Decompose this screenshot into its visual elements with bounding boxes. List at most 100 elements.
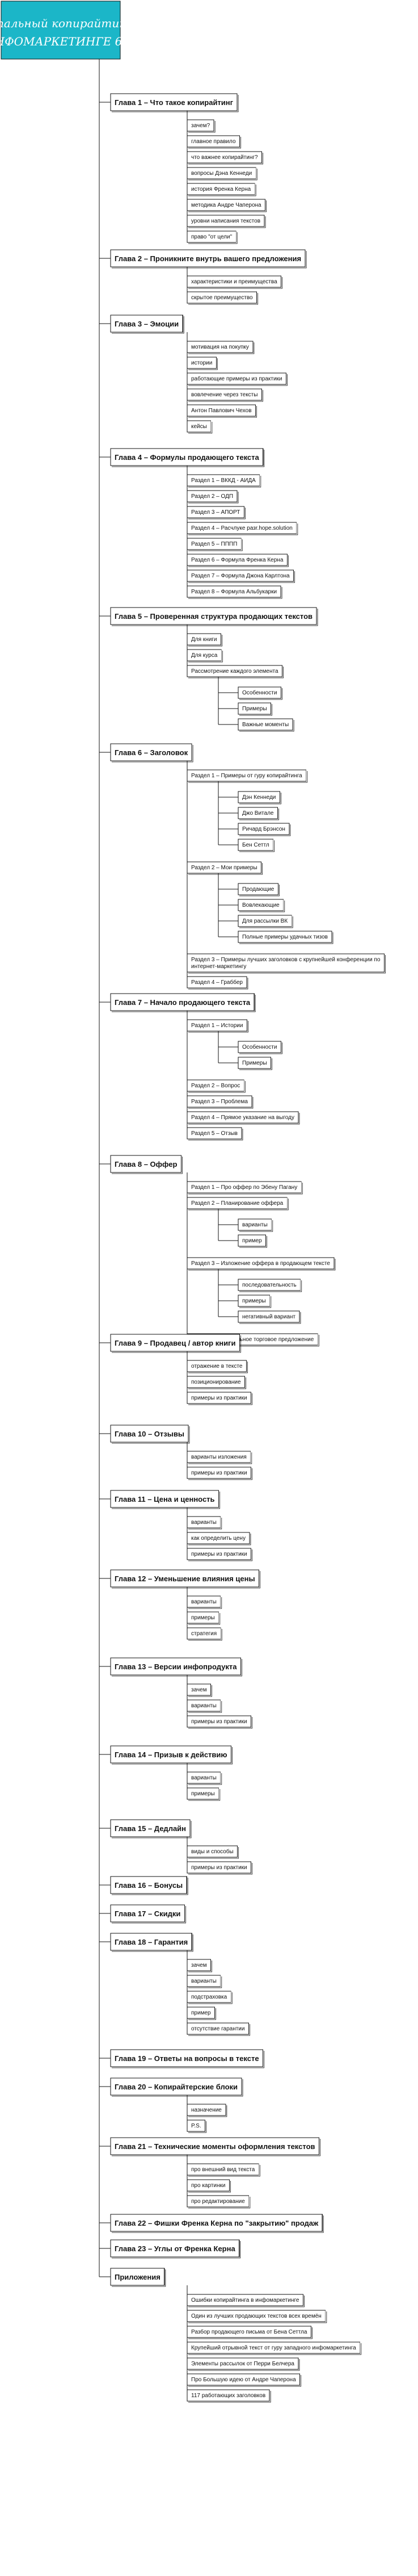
chapter-4-item-7[interactable]: Раздел 7 – Формула Джона Карлтона xyxy=(187,569,295,583)
chapter-3-item-5[interactable]: Антон Павлович Чехов xyxy=(187,404,257,418)
chapter-15-item-2[interactable]: примеры из практики xyxy=(187,1861,253,1875)
chapter-21-item-3[interactable]: про редактирование xyxy=(187,2195,251,2209)
chapter-7-item-4[interactable]: Раздел 4 – Прямое указание на выгоду xyxy=(187,1111,300,1125)
chapter-12-item-2[interactable]: примеры xyxy=(187,1611,221,1625)
chapter-18-item-2[interactable]: варианты xyxy=(187,1975,222,1988)
chapter-1[interactable]: Глава 1 – Что такое копирайтинг xyxy=(110,93,239,112)
chapter-18[interactable]: Глава 18 – Гарантия xyxy=(110,1933,193,1952)
chapter-24-item-4[interactable]: Крупейший отрывной текст от гуру западно… xyxy=(187,2342,362,2355)
chapter-21[interactable]: Глава 21 – Технические моменты оформлени… xyxy=(110,2137,320,2156)
chapter-18-item-3[interactable]: подстраховка xyxy=(187,1991,233,2004)
chapter-6-item-1-sub-1[interactable]: Дэн Кеннеди xyxy=(238,791,281,805)
chapter-24-item-1[interactable]: Ошибки копирайтинга в инфомаркетинге xyxy=(187,2294,305,2307)
chapter-22[interactable]: Глава 22 – Фишки Френка Керна по "закрыт… xyxy=(110,2214,324,2233)
chapter-17[interactable]: Глава 17 – Скидки xyxy=(110,1904,186,1924)
chapter-11[interactable]: Глава 11 – Цена и ценность xyxy=(110,1490,220,1509)
chapter-9-item-2[interactable]: позиционирование xyxy=(187,1376,246,1389)
chapter-4-item-5[interactable]: Раздел 5 – ПППП xyxy=(187,538,243,551)
chapter-7-item-5[interactable]: Раздел 5 – Отзыв xyxy=(187,1127,243,1141)
root-node[interactable]: Тотальный копирайтинг в ИНФОМАРКЕТИНГЕ 6… xyxy=(0,1,143,60)
chapter-14-item-1[interactable]: варианты xyxy=(187,1771,222,1785)
chapter-3-item-1[interactable]: мотивация на покупку xyxy=(187,341,255,354)
chapter-3-item-6[interactable]: кейсы xyxy=(187,420,213,434)
chapter-10[interactable]: Глава 10 – Отзывы xyxy=(110,1425,190,1444)
chapter-4-item-3[interactable]: Раздел 3 – АПОРТ xyxy=(187,506,246,520)
chapter-8-item-1[interactable]: Раздел 1 – Про оффер по Эбену Пагану xyxy=(187,1181,303,1195)
chapter-18-item-1[interactable]: зачем xyxy=(187,1959,212,1972)
chapter-5-item-1[interactable]: Для книги xyxy=(187,633,222,647)
chapter-1-item-5[interactable]: история Френка Керна xyxy=(187,183,256,196)
chapter-7[interactable]: Глава 7 – Начало продающего текста xyxy=(110,993,256,1012)
chapter-5-item-3-sub-3[interactable]: Важные моменты xyxy=(238,718,294,732)
chapter-24[interactable]: Приложения xyxy=(110,2268,166,2287)
chapter-19[interactable]: Глава 19 – Ответы на вопросы в тексте xyxy=(110,2049,264,2068)
chapter-1-item-3[interactable]: что важнее копирайтинг? xyxy=(187,151,263,165)
chapter-6-item-2-sub-4[interactable]: Полные примеры удачных тизов xyxy=(238,931,333,944)
chapter-21-item-1[interactable]: про внешний вид текста xyxy=(187,2163,260,2177)
chapter-8-item-2-sub-2[interactable]: пример xyxy=(238,1234,267,1248)
chapter-8-item-2-sub-1[interactable]: варианты xyxy=(238,1218,273,1232)
chapter-24-item-5[interactable]: Элементы рассылок от Перри Белчера xyxy=(187,2357,300,2371)
chapter-6[interactable]: Глава 6 – Заголовок xyxy=(110,743,193,763)
chapter-2[interactable]: Глава 2 – Проникните внутрь вашего предл… xyxy=(110,249,307,269)
chapter-13[interactable]: Глава 13 – Версии инфопродукта xyxy=(110,1657,242,1677)
chapter-7-item-1[interactable]: Раздел 1 – Истории xyxy=(187,1019,248,1033)
chapter-13-item-2[interactable]: варианты xyxy=(187,1699,222,1713)
chapter-8-item-3-sub-2[interactable]: примеры xyxy=(238,1295,272,1308)
chapter-12-item-3[interactable]: стратегия xyxy=(187,1627,222,1641)
chapter-5[interactable]: Глава 5 – Проверенная структура продающи… xyxy=(110,607,318,626)
chapter-6-item-2-sub-1[interactable]: Продающие xyxy=(238,883,280,897)
chapter-7-item-1-sub-1[interactable]: Особенности xyxy=(238,1041,282,1054)
chapter-1-item-8[interactable]: право "от цели" xyxy=(187,231,238,244)
chapter-8-item-2[interactable]: Раздел 2 – Планирование оффера xyxy=(187,1197,289,1210)
chapter-4-item-8[interactable]: Раздел 8 – Формула Альбукарки xyxy=(187,585,282,599)
chapter-9-item-3[interactable]: примеры из практики xyxy=(187,1392,253,1405)
chapter-4-item-1[interactable]: Раздел 1 – ВККД - АИДА xyxy=(187,474,261,488)
chapter-14[interactable]: Глава 14 – Призыв к действию xyxy=(110,1745,233,1765)
chapter-6-item-1-sub-4[interactable]: Бен Сеттл xyxy=(238,839,275,852)
chapter-12-item-1[interactable]: варианты xyxy=(187,1595,222,1609)
chapter-6-item-2-sub-2[interactable]: Вовлекающие xyxy=(238,899,285,912)
chapter-6-item-2[interactable]: Раздел 2 – Мои примеры xyxy=(187,861,263,875)
chapter-11-item-1[interactable]: варианты xyxy=(187,1516,222,1530)
chapter-3[interactable]: Глава 3 – Эмоции xyxy=(110,315,184,334)
chapter-6-item-1[interactable]: Раздел 1 – Примеры от гуру копирайтинга xyxy=(187,769,308,783)
chapter-3-item-2[interactable]: истории xyxy=(187,357,218,370)
chapter-4-item-6[interactable]: Раздел 6 – Формула Френка Керна xyxy=(187,554,289,567)
chapter-11-item-2[interactable]: как определить цену xyxy=(187,1532,251,1545)
chapter-18-item-4[interactable]: пример xyxy=(187,2007,216,2020)
chapter-1-item-1[interactable]: зачем? xyxy=(187,119,216,133)
chapter-9[interactable]: Глава 9 – Продавец / автор книги xyxy=(110,1334,241,1353)
chapter-16[interactable]: Глава 16 – Бонусы xyxy=(110,1876,188,1895)
chapter-10-item-1[interactable]: варианты изложения xyxy=(187,1451,252,1464)
chapter-24-item-3[interactable]: Разбор продающего письма от Бена Сеттла xyxy=(187,2326,313,2339)
chapter-8-item-3-sub-3[interactable]: негативный вариант xyxy=(238,1310,301,1324)
chapter-6-item-4[interactable]: Раздел 4 – Граббер xyxy=(187,976,248,990)
chapter-8-item-3-sub-1[interactable]: последовательность xyxy=(238,1279,302,1292)
chapter-4[interactable]: Глава 4 – Формулы продающего текста xyxy=(110,448,265,467)
chapter-14-item-2[interactable]: примеры xyxy=(187,1787,221,1801)
chapter-11-item-3[interactable]: примеры из практики xyxy=(187,1548,253,1561)
chapter-6-item-2-sub-3[interactable]: Для рассылки ВК xyxy=(238,915,293,928)
chapter-3-item-3[interactable]: работающие примеры из практики xyxy=(187,372,288,386)
chapter-7-item-2[interactable]: Раздел 2 – Вопрос xyxy=(187,1079,246,1093)
chapter-23[interactable]: Глава 23 – Углы от Френка Керна xyxy=(110,2239,241,2259)
chapter-6-item-1-sub-2[interactable]: Джо Витале xyxy=(238,807,279,820)
chapter-13-item-1[interactable]: зачем xyxy=(187,1683,212,1697)
chapter-15-item-1[interactable]: виды и способы xyxy=(187,1845,239,1859)
chapter-10-item-2[interactable]: примеры из практики xyxy=(187,1467,253,1480)
chapter-4-item-4[interactable]: Раздел 4 – Расчлуке разr.hope.solution xyxy=(187,522,298,535)
chapter-5-item-3-sub-1[interactable]: Особенности xyxy=(238,686,282,700)
chapter-13-item-3[interactable]: примеры из практики xyxy=(187,1715,253,1729)
chapter-1-item-2[interactable]: главное правило xyxy=(187,135,241,149)
chapter-24-item-6[interactable]: Про Большую идею от Андре Чаперона xyxy=(187,2373,302,2387)
chapter-12[interactable]: Глава 12 – Уменьшение влияния цены xyxy=(110,1569,260,1589)
chapter-3-item-4[interactable]: вовлечение через тексты xyxy=(187,388,263,402)
chapter-8-item-3[interactable]: Раздел 3 – Изложение оффера в продающем … xyxy=(187,1257,336,1271)
chapter-5-item-3-sub-2[interactable]: Примеры xyxy=(238,702,272,716)
chapter-1-item-4[interactable]: вопросы Дэна Кеннеди xyxy=(187,167,257,181)
chapter-6-item-1-sub-3[interactable]: Ричард Брэнсон xyxy=(238,823,291,836)
chapter-1-item-6[interactable]: методика Андре Чаперона xyxy=(187,199,267,212)
chapter-4-item-2[interactable]: Раздел 2 – ОДП xyxy=(187,490,239,504)
chapter-24-item-7[interactable]: 117 работающих заголовков xyxy=(187,2389,271,2403)
